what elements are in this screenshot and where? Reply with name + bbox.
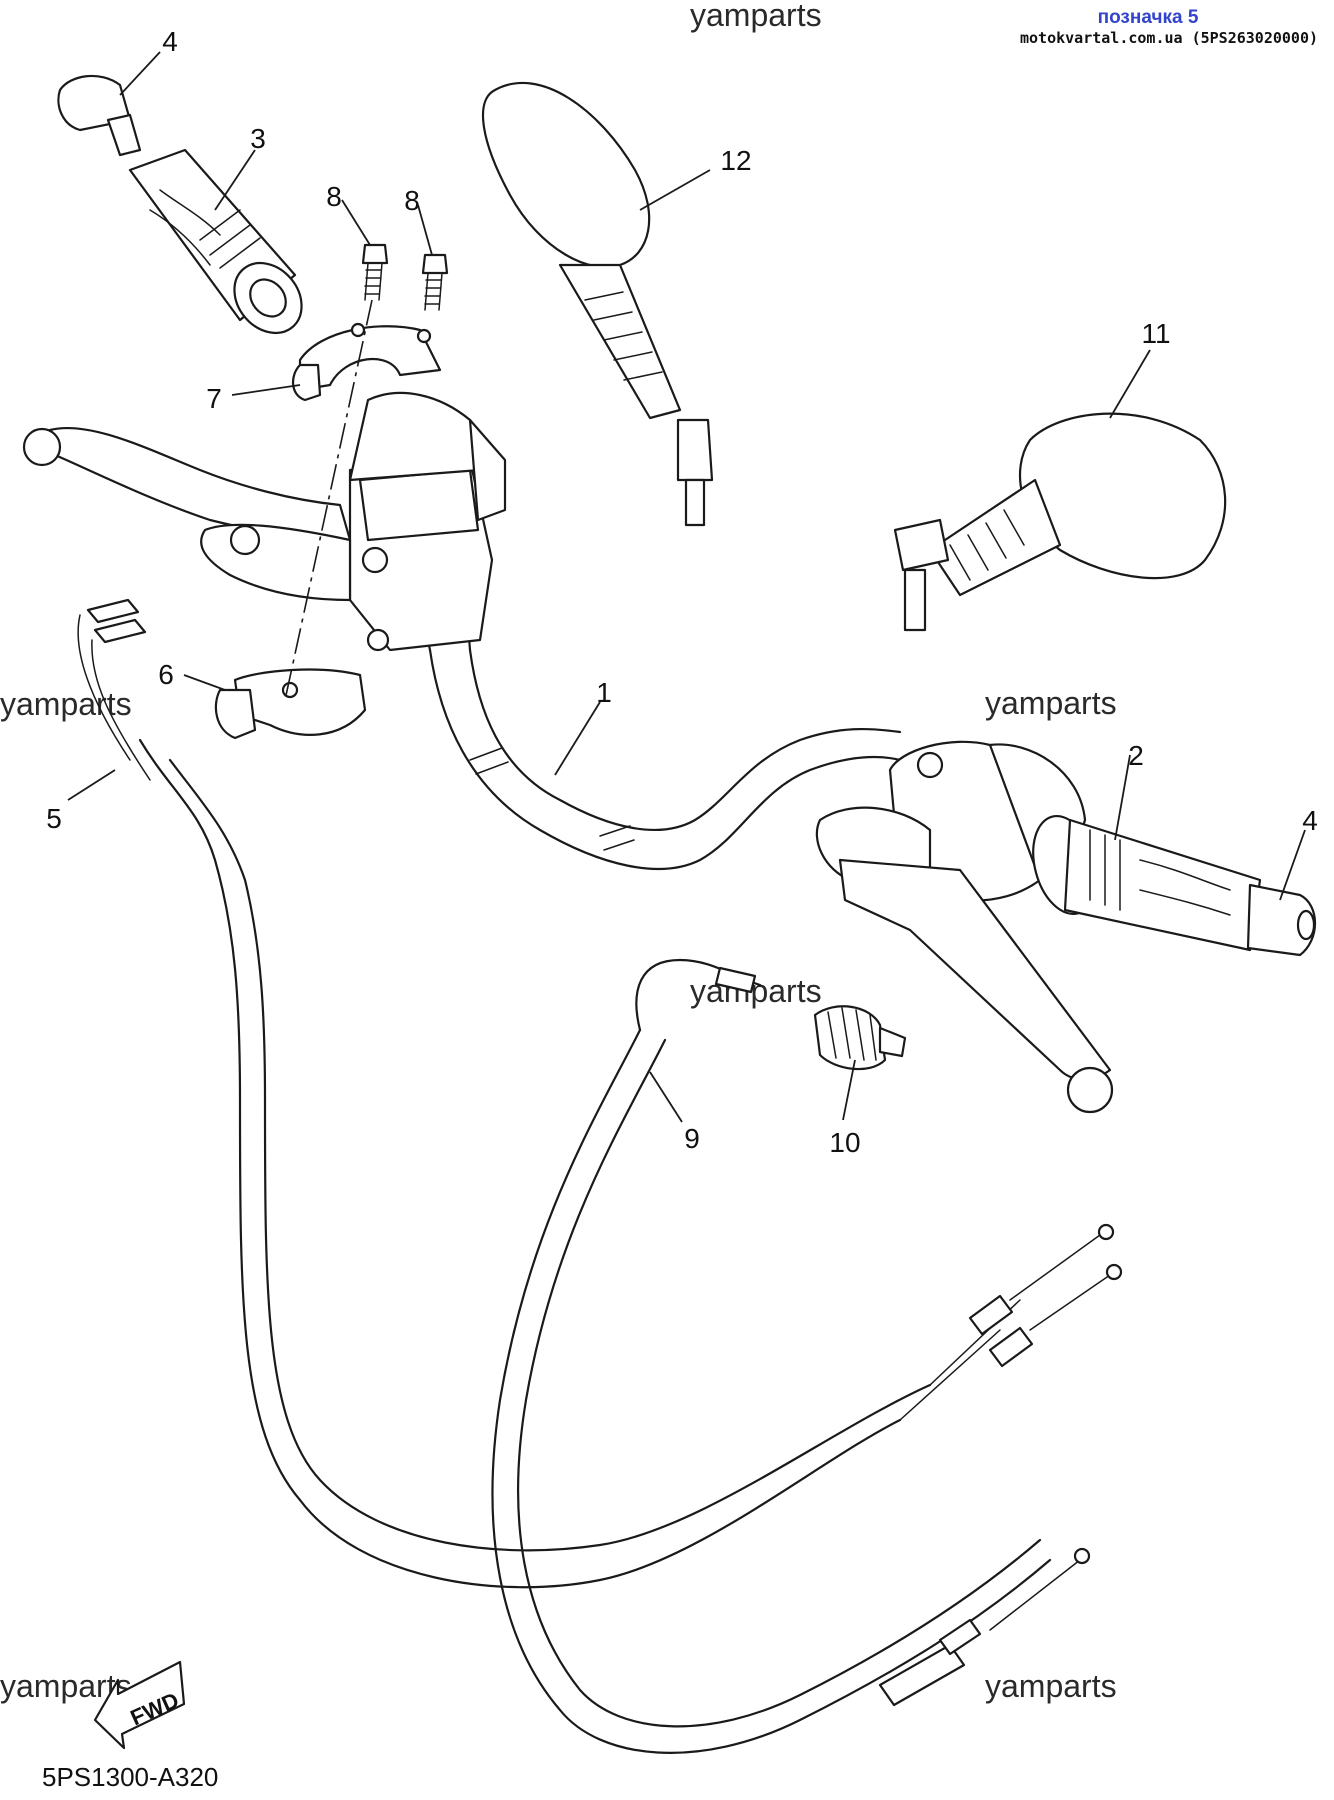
part-mirror-right [893, 412, 1227, 632]
callout-12: 12 [720, 145, 751, 176]
callout-6: 6 [158, 659, 174, 690]
header-source: motokvartal.com.ua (5PS263020000) [1020, 29, 1318, 47]
part-mirror-left [481, 81, 714, 527]
part-bar-end-right [1246, 883, 1317, 957]
callout-10: 10 [829, 1127, 860, 1158]
callout-4-right: 4 [1302, 805, 1318, 836]
part-throttle-cables [77, 598, 1123, 1589]
callout-7: 7 [206, 383, 222, 414]
callout-4-left: 4 [162, 26, 178, 57]
callout-8-right: 8 [404, 185, 420, 216]
bolt-axis-line [284, 299, 373, 701]
callout-8-left: 8 [326, 181, 342, 212]
callout-9: 9 [684, 1123, 700, 1154]
watermark-top: yamparts [690, 0, 822, 33]
watermark-left: yamparts [0, 686, 132, 722]
part-grip-right [1032, 814, 1262, 952]
callout-5: 5 [46, 803, 62, 834]
diagram-code: 5PS1300-A320 [42, 1762, 218, 1792]
callout-3: 3 [250, 123, 266, 154]
part-left-master-cylinder [22, 391, 507, 652]
part-right-switch [815, 740, 1114, 1114]
watermark-bottom-right: yamparts [985, 1668, 1117, 1704]
header-tag: позначка 5 [1098, 7, 1199, 28]
watermark-center: yamparts [690, 973, 822, 1009]
part-clamp-lower [214, 668, 367, 740]
callout-1: 1 [596, 677, 612, 708]
part-bolt-left [361, 243, 389, 301]
part-bar-end-left [57, 74, 142, 157]
watermark-right: yamparts [985, 685, 1117, 721]
part-clutch-cable [491, 958, 1091, 1754]
part-grip-left [128, 148, 303, 335]
part-clamp-upper [292, 322, 442, 402]
part-bolt-right [421, 253, 449, 311]
callout-11: 11 [1141, 318, 1170, 349]
callout-2: 2 [1128, 740, 1144, 771]
part-cable-boot [813, 1005, 907, 1071]
